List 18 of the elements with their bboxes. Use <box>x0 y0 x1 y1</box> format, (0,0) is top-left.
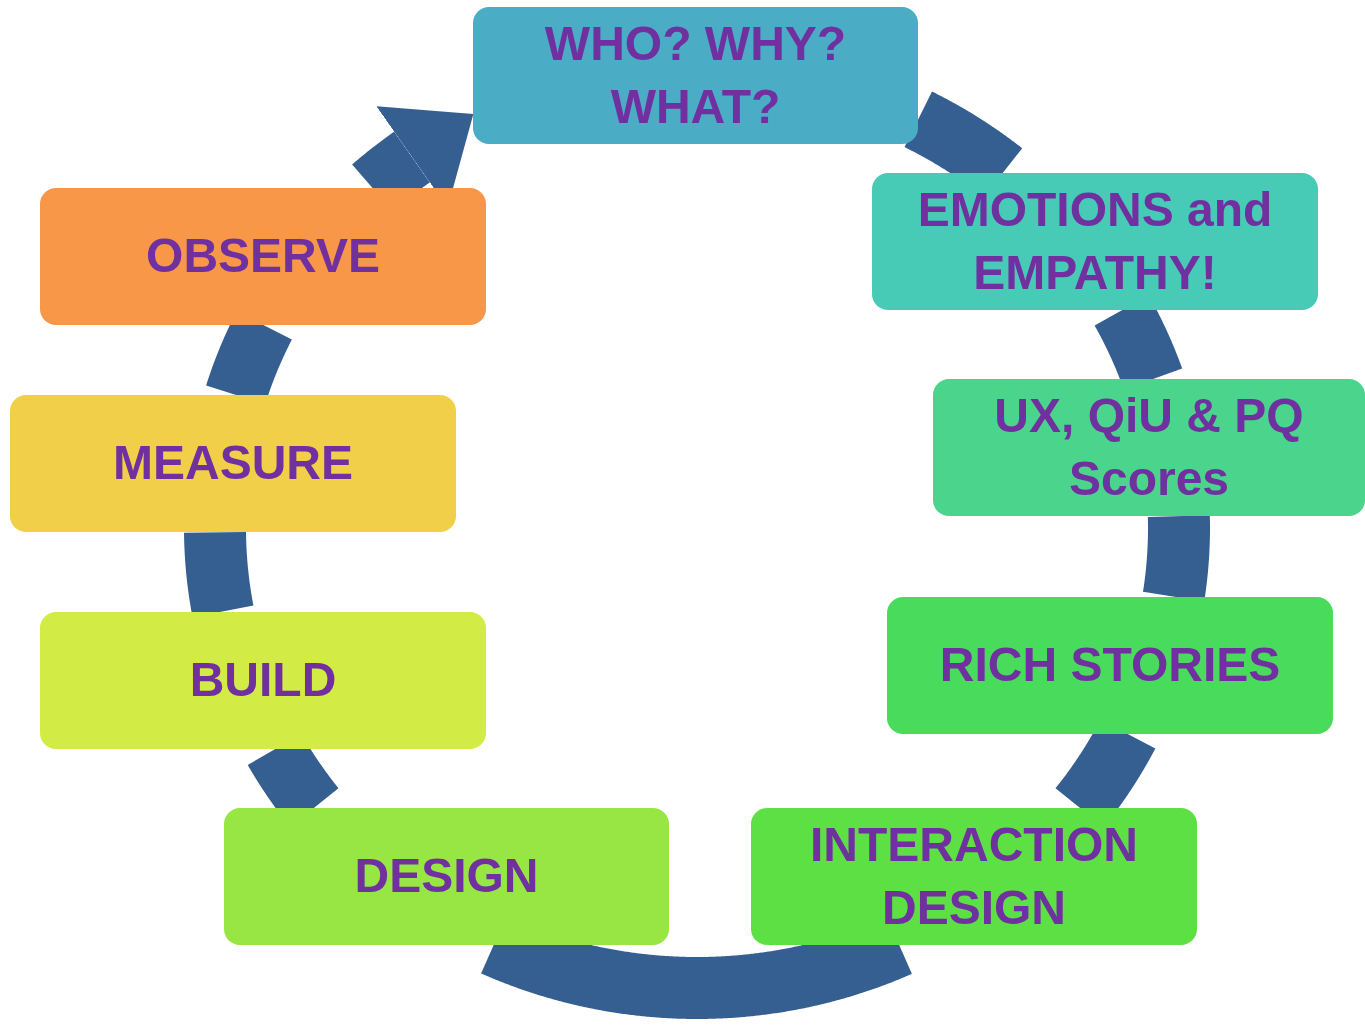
stage-label: RICH STORIES <box>939 637 1281 694</box>
stage-box <box>40 188 486 325</box>
stage-label: INTERACTION DESIGN <box>809 817 1139 936</box>
stage-label: OBSERVE <box>146 228 380 285</box>
stage-box <box>751 808 1197 945</box>
stage-label: WHO? WHY? WHAT? <box>543 16 848 135</box>
stage-box <box>887 597 1333 734</box>
stage-box <box>224 808 669 945</box>
stage-box <box>473 7 918 144</box>
stage-label: UX, QiU & PQ Scores <box>993 388 1305 507</box>
stage-box <box>10 395 456 532</box>
stage-box <box>933 379 1365 516</box>
stage-box <box>872 173 1318 310</box>
stage-label: BUILD <box>189 652 337 709</box>
stage-box <box>40 612 486 749</box>
stage-label: MEASURE <box>113 435 353 492</box>
stage-label: DESIGN <box>354 848 539 905</box>
stage-label: EMOTIONS and EMPATHY! <box>916 182 1274 301</box>
